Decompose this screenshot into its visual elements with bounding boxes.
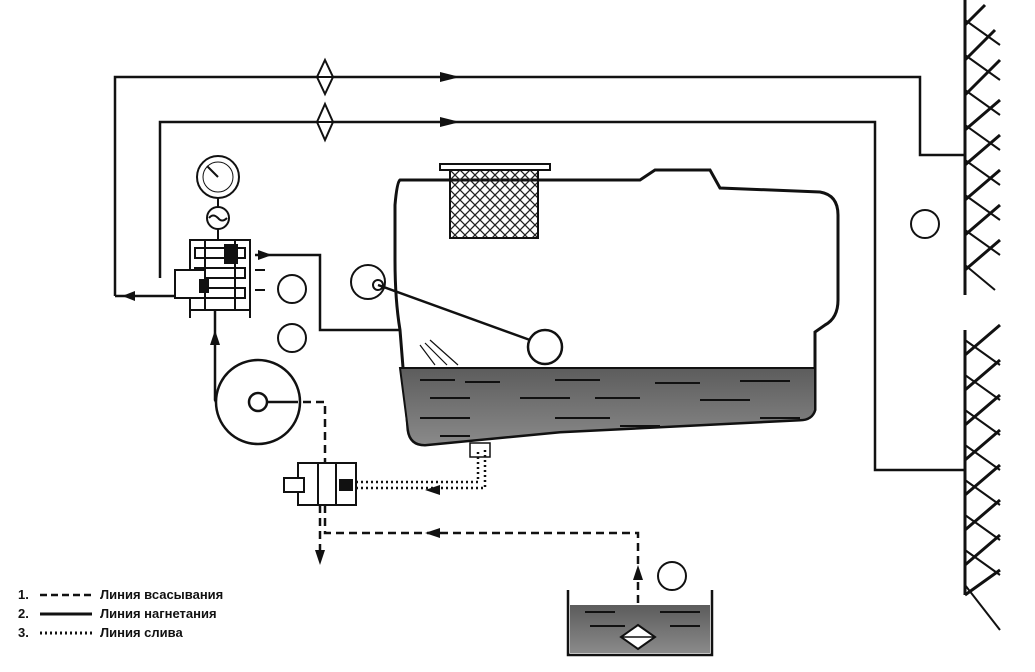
legend-item-drain: 3. Линия слива <box>18 623 223 642</box>
legend-number: 2. <box>18 606 29 621</box>
legend-label: Линия слива <box>100 625 183 640</box>
pressure-gauge <box>196 155 240 240</box>
main-tank <box>350 163 840 458</box>
control-valve <box>174 239 265 318</box>
return-valve <box>283 462 357 506</box>
legend: 1. Линия всасывания 2. Линия нагнетания … <box>18 585 223 642</box>
outlet-arrow <box>315 550 325 565</box>
pump <box>214 358 302 446</box>
drain-lines <box>356 450 487 490</box>
auxiliary-tank <box>566 590 714 657</box>
dotted-line-icon <box>40 631 92 634</box>
solid-line-icon <box>40 612 92 615</box>
legend-item-suction: 1. Линия всасывания <box>18 585 223 604</box>
dashed-line-icon <box>40 593 92 596</box>
legend-label: Линия нагнетания <box>100 606 217 621</box>
check-valves <box>315 57 335 143</box>
legend-item-pressure: 2. Линия нагнетания <box>18 604 223 623</box>
legend-label: Линия всасывания <box>100 587 224 602</box>
wall <box>963 0 1002 631</box>
legend-number: 1. <box>18 587 29 602</box>
legend-number: 3. <box>18 625 29 640</box>
